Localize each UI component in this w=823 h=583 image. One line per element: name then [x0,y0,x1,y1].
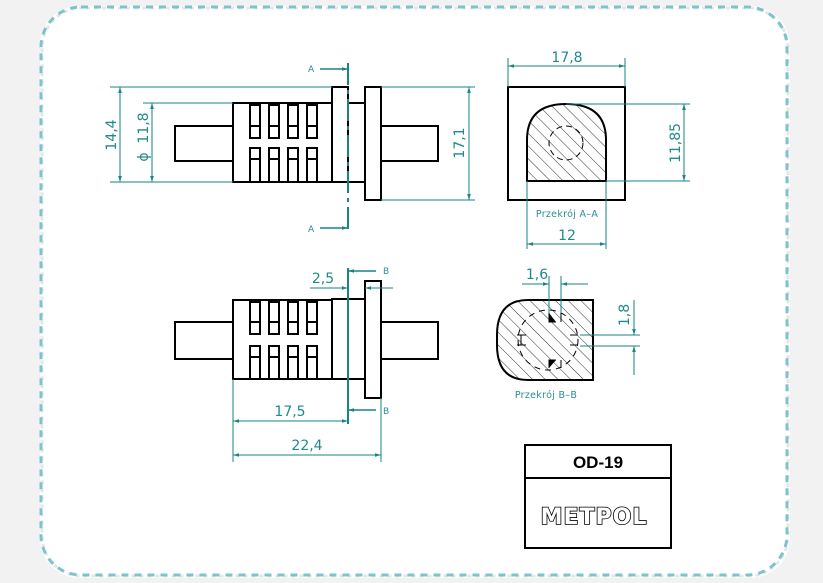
section-b-hidden-bore [517,309,579,371]
dim-section-a-profile-width: 12 [558,228,576,244]
dim-body-length: 17,5 [274,404,305,420]
section-b-dimension-lines [522,276,640,375]
dim-section-b-slot-height: 1,8 [617,304,633,326]
section-marker-a-top: A [308,65,315,75]
bottom-view [174,280,439,399]
section-b-label: Przekrój B–B [515,390,577,401]
section-b-profile [496,299,594,381]
right-shaft [380,125,439,162]
section-a-label: Przekrój A–A [536,209,599,220]
section-line-b [347,268,376,424]
brand-logo: METPOL [541,505,648,530]
fin-slots-lower [249,147,318,183]
section-marker-b-top: B [383,267,389,277]
dim-section-a-profile-height: 11,85 [668,123,684,163]
section-a-view [507,86,626,201]
diameter-symbol-icon: ϕ [136,152,152,161]
dim-flange-height: 17,1 [452,127,468,158]
section-a-outline [507,86,626,201]
collar [347,102,366,183]
fin-slots-upper [249,301,318,335]
section-a-dimension-lines [507,58,690,249]
front-flange [331,86,349,183]
fin-slots-upper [249,104,318,139]
bottom-view-dimension-lines [232,286,393,462]
top-view-dimension-lines [110,86,475,201]
fin-slots-lower [249,345,318,380]
top-view [174,86,439,201]
frame-border [39,5,789,577]
rear-flange [364,86,382,201]
dim-section-a-width: 17,8 [551,50,582,66]
section-marker-b-bottom: B [383,407,389,417]
section-b-view [496,299,594,381]
part-code: OD-19 [573,453,623,472]
dim-collar-offset: 2,5 [312,271,334,287]
section-a-hidden-bore [548,125,584,161]
title-block-border [524,444,672,549]
section-line-a [320,63,349,232]
dim-overall-height: 14,4 [104,119,120,150]
dim-section-b-slot-width: 1,6 [526,267,548,283]
dim-body-diameter: 11,8 [136,112,152,143]
frame-shadow [40,6,790,578]
section-b-hatching [497,300,593,380]
right-shaft [380,321,439,360]
section-a-hatching [527,104,606,181]
dim-overall-length: 22,4 [291,438,322,454]
section-marker-a-bottom: A [308,225,315,235]
flange [364,280,382,399]
title-block: OD-19 METPOL [524,444,672,549]
section-b-slots [517,313,578,368]
left-shaft [174,125,234,162]
left-shaft [174,321,234,360]
